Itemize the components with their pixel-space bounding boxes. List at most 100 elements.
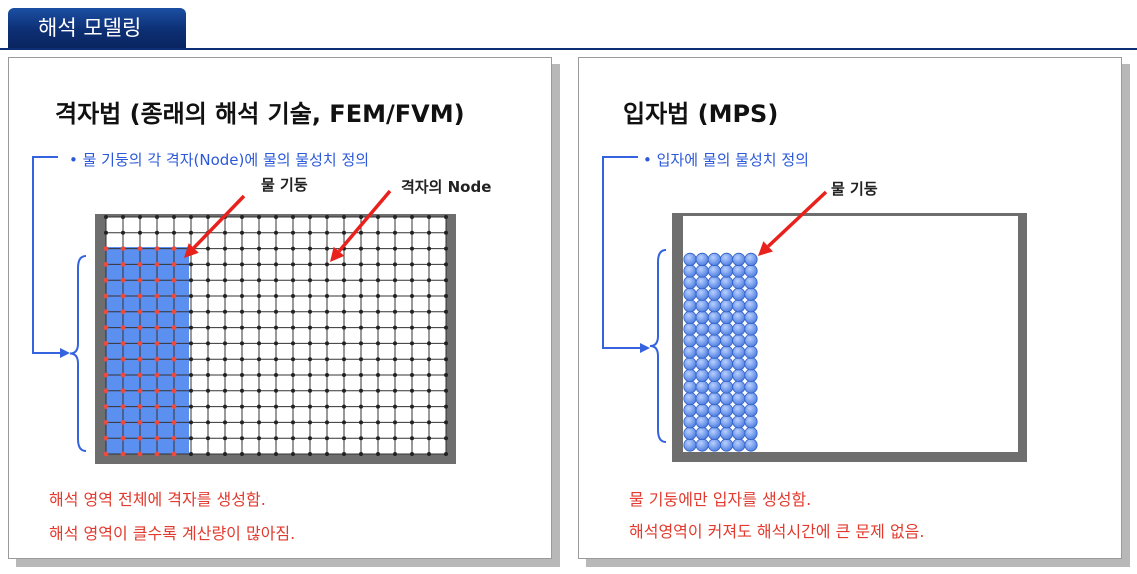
grid-node (376, 294, 380, 298)
grid-node (410, 420, 414, 425)
grid-node (206, 404, 210, 409)
grid-node (189, 278, 193, 283)
grid-node (427, 357, 431, 362)
grid-node-water (154, 293, 160, 299)
grid-node (308, 388, 312, 393)
grid-node (444, 230, 448, 235)
grid-node (257, 278, 261, 283)
grid-node (444, 420, 448, 425)
grid-node (427, 215, 431, 219)
particle (695, 368, 709, 382)
grid-node (240, 294, 244, 298)
particle (719, 299, 734, 313)
grid-node-water (171, 341, 177, 346)
grid-node (444, 246, 448, 251)
grid-node-water (120, 293, 126, 299)
grid-node (257, 373, 261, 377)
particle (719, 264, 734, 278)
particle (719, 287, 734, 301)
grid-node (393, 341, 397, 346)
grid-node-water (137, 404, 143, 409)
grid-node (376, 452, 380, 456)
particle (683, 287, 697, 301)
particle (683, 322, 697, 336)
grid-node (427, 388, 431, 393)
grid-node (393, 436, 397, 441)
grid-node (223, 341, 227, 346)
grid-node (359, 309, 363, 314)
right-note-2: 해석영역이 커져도 해석시간에 큰 문제 없음. (629, 522, 925, 541)
grid-node (291, 404, 295, 409)
grid-node (325, 309, 329, 314)
grid-node (257, 420, 261, 425)
particle (683, 252, 697, 266)
particle (744, 403, 758, 417)
particle (744, 299, 758, 313)
grid-node-water (171, 325, 177, 330)
grid-node (427, 294, 431, 298)
particle (744, 368, 758, 382)
particle (683, 391, 697, 406)
particle (695, 252, 709, 266)
grid-node (325, 246, 329, 251)
grid-node-water (120, 451, 126, 457)
particle (695, 391, 709, 406)
grid-node (291, 262, 295, 267)
particle (732, 380, 746, 394)
grid-node-water (171, 404, 177, 409)
grid-node (325, 404, 329, 409)
right-brace (649, 249, 667, 443)
grid-node (444, 215, 448, 219)
particle (744, 415, 758, 429)
grid-node (393, 215, 397, 219)
grid-node (376, 230, 380, 235)
grid-node (427, 309, 431, 314)
grid-node (359, 325, 363, 330)
grid-node (308, 373, 312, 377)
grid-node (223, 420, 227, 425)
particle (683, 415, 697, 429)
grid-node (427, 246, 431, 251)
grid-node (223, 452, 227, 456)
grid-node (376, 309, 380, 314)
particle (695, 345, 709, 359)
right-connector-arrowhead (640, 343, 650, 353)
grid-node (325, 436, 329, 441)
grid-node-water (137, 388, 143, 394)
particle (719, 252, 734, 266)
particle (744, 275, 758, 290)
grid-node-water (154, 356, 160, 362)
grid-node (342, 388, 346, 393)
grid-node (240, 278, 244, 283)
grid-node (359, 404, 363, 409)
grid-node-water (120, 420, 126, 425)
grid-node (257, 341, 261, 346)
grid-node (427, 373, 431, 377)
grid-node (325, 230, 329, 235)
grid-node (308, 357, 312, 362)
left-bullet: • 물 기둥의 각 격자(Node)에 물의 물성치 정의 (69, 151, 370, 169)
grid-node (393, 246, 397, 251)
grid-node (308, 246, 312, 251)
grid-node-water (103, 341, 109, 346)
particle (695, 310, 709, 324)
grid-node (342, 373, 346, 377)
grid-node-water (154, 309, 160, 315)
grid-node (308, 341, 312, 346)
grid-node (444, 404, 448, 409)
grid-node (257, 215, 261, 219)
particle (683, 333, 697, 348)
particle (695, 275, 709, 290)
grid-node (325, 452, 329, 456)
right-bullet: • 입자에 물의 물성치 정의 (643, 151, 809, 169)
particle (695, 299, 709, 313)
particle (744, 252, 758, 266)
grid-node-water (120, 388, 126, 394)
grid-node (223, 246, 227, 251)
particle (695, 380, 709, 394)
grid-node (189, 294, 193, 298)
particle (707, 438, 722, 452)
grid-node (393, 262, 397, 267)
grid-node-water (103, 420, 109, 425)
grid-node (291, 388, 295, 393)
